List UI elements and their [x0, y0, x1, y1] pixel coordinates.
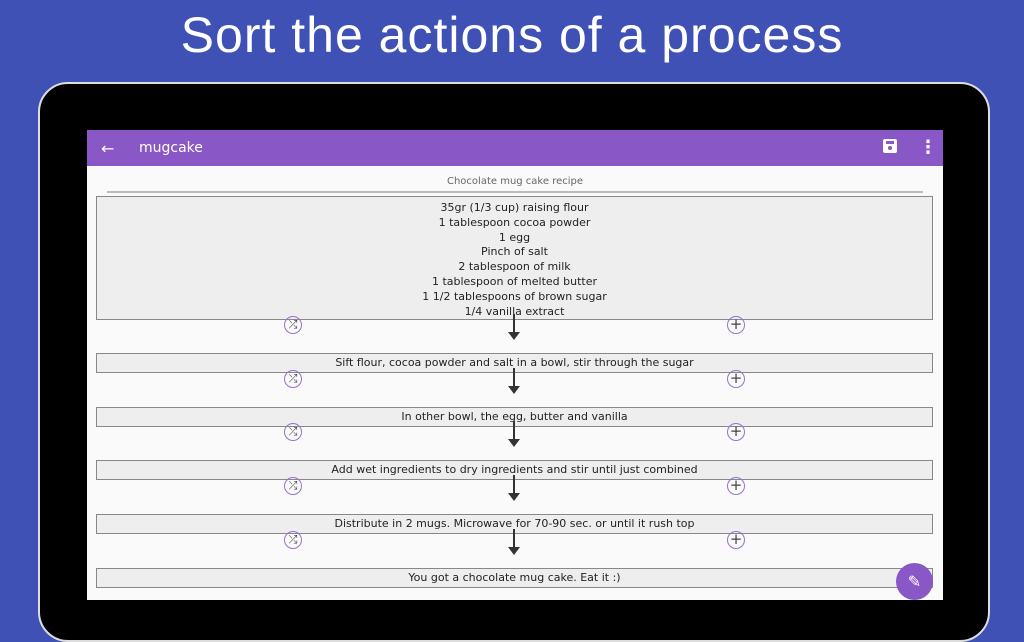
arrow-down-icon: [508, 314, 520, 340]
ingredient-line: 1 tablespoon cocoa powder: [438, 215, 591, 229]
shuffle-icon[interactable]: ⤮: [284, 530, 302, 549]
arrow-down-icon: [508, 421, 520, 448]
toolbar-title: mugcake: [139, 140, 203, 156]
ingredient-line: 1/4 vanilla extract: [464, 304, 565, 318]
ingredient-line: Pinch of salt: [481, 245, 548, 259]
shuffle-icon[interactable]: ⤮: [284, 477, 302, 496]
more-vert-icon[interactable]: ⋮: [919, 137, 937, 158]
arrow-down-icon: [508, 528, 520, 555]
ingredient-line: 1 1/2 tablespoons of brown sugar: [422, 289, 607, 303]
shuffle-icon[interactable]: ⤮: [284, 316, 302, 334]
step-card[interactable]: You got a chocolate mug cake. Eat it :): [96, 567, 933, 588]
step-card[interactable]: Distribute in 2 mugs. Microwave for 70-9…: [96, 514, 933, 535]
add-step-icon[interactable]: +: [727, 369, 745, 388]
add-step-icon[interactable]: +: [727, 316, 745, 334]
edit-fab[interactable]: ✎: [896, 563, 933, 600]
save-icon[interactable]: [883, 139, 897, 153]
arrow-down-icon: [508, 367, 520, 394]
arrow-left-icon[interactable]: ←: [101, 138, 115, 158]
headline: Sort the actions of a process: [180, 7, 844, 63]
ingredient-line: 1 tablespoon of melted butter: [431, 274, 598, 288]
arrow-down-icon: [508, 475, 520, 502]
pencil-icon: ✎: [907, 572, 922, 591]
add-step-icon[interactable]: +: [727, 423, 745, 442]
shuffle-icon[interactable]: ⤮: [284, 369, 302, 388]
shuffle-icon[interactable]: ⤮: [284, 423, 302, 442]
add-step-icon[interactable]: +: [727, 477, 745, 496]
ingredient-line: 35gr (1/3 cup) raising flour: [440, 201, 589, 214]
toolbar: ← mugcake ⋮: [87, 130, 943, 166]
ingredient-line: 1 egg: [498, 230, 531, 244]
add-step-icon[interactable]: +: [727, 530, 745, 549]
app-screen: ← mugcake ⋮ Chocolate mug cake recipe 35…: [87, 130, 943, 600]
divider: [107, 191, 923, 193]
ingredient-line: 2 tablespoon of milk: [458, 260, 571, 274]
recipe-title: Chocolate mug cake recipe: [446, 176, 584, 187]
